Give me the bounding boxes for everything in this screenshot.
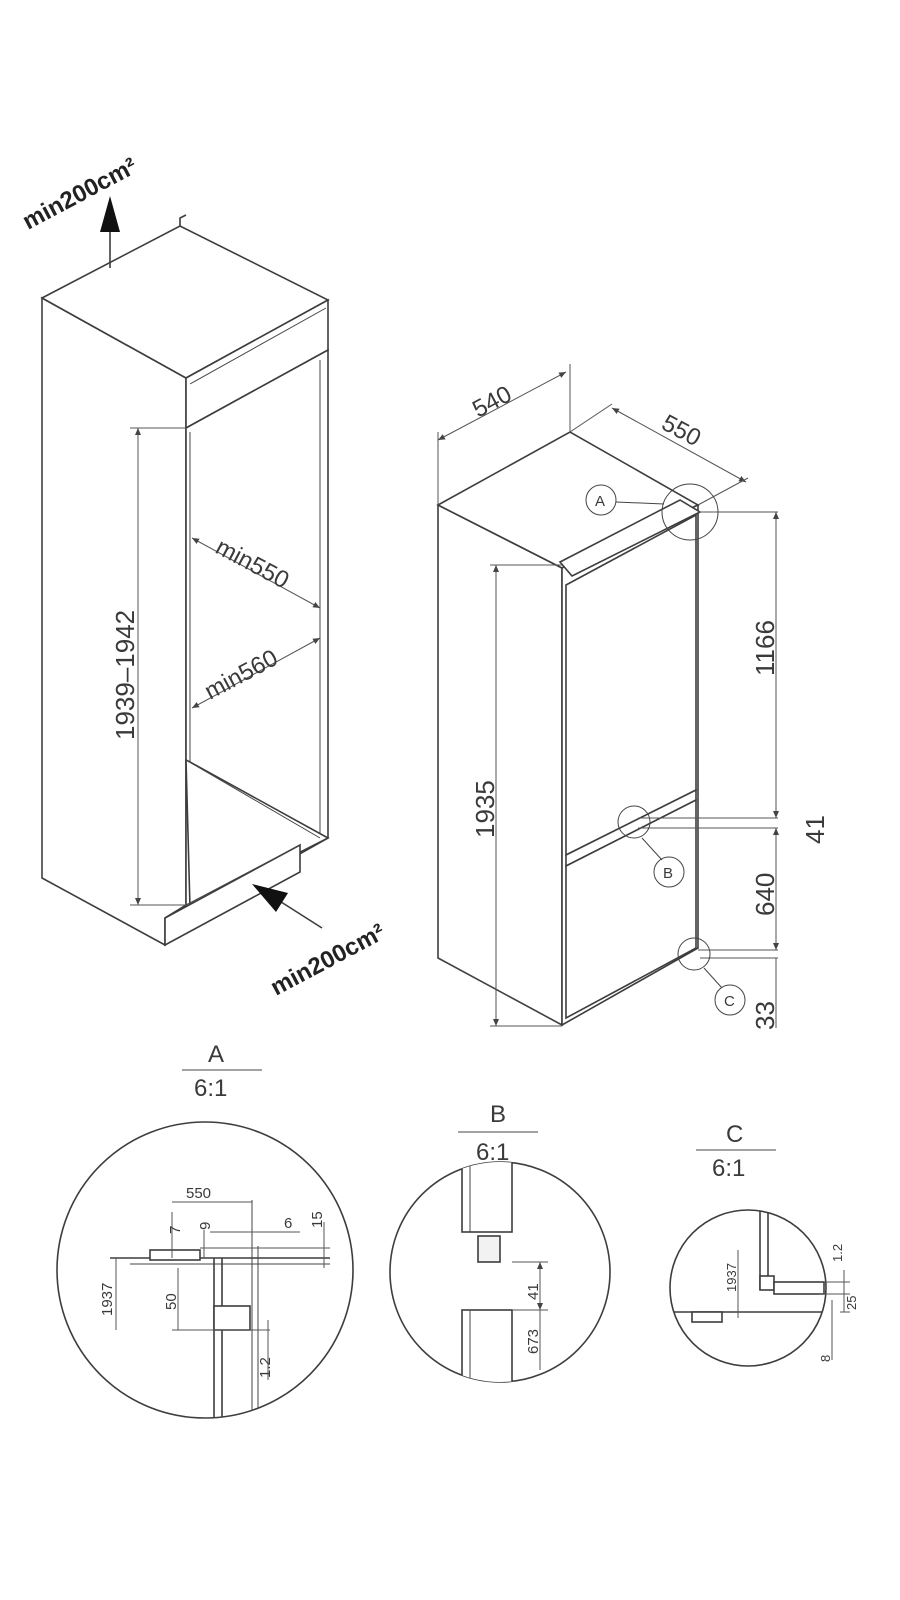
appliance-height-label: 1935 bbox=[470, 780, 500, 838]
callout-b: B bbox=[617, 805, 685, 888]
detail-a: A 6:1 550 7 9 6 15 1937 bbox=[56, 1041, 354, 1419]
arrow-up-icon bbox=[100, 196, 120, 232]
detail-a-dim-1-2: 1.2 bbox=[257, 1357, 274, 1378]
detail-a-dim-1937: 1937 bbox=[99, 1283, 116, 1316]
niche-height-label: 1939–1942 bbox=[110, 610, 140, 740]
vent-top-label: min200cm² bbox=[18, 153, 141, 236]
detail-c-circle bbox=[669, 1209, 827, 1367]
detail-c-dim-25: 25 bbox=[844, 1296, 859, 1310]
detail-a-dim-9: 9 bbox=[197, 1222, 214, 1230]
niche-cabinet bbox=[40, 214, 330, 947]
appliance-side bbox=[437, 503, 563, 1027]
detail-c-dim-8: 8 bbox=[818, 1355, 833, 1362]
niche-height-dimension: 1939–1942 bbox=[110, 427, 186, 906]
detail-a-title: A bbox=[208, 1041, 224, 1068]
vent-top-arrow: min200cm² bbox=[18, 153, 142, 268]
bottom-gap-label: 33 bbox=[750, 1001, 780, 1030]
detail-c: C 6:1 1937 1.2 25 8 bbox=[669, 1121, 859, 1367]
arrow-diagonal-icon bbox=[252, 884, 288, 912]
callout-c-label: C bbox=[724, 993, 735, 1010]
detail-c-dim-1937: 1937 bbox=[724, 1263, 739, 1292]
detail-c-title: C bbox=[726, 1121, 743, 1148]
callout-a: A bbox=[585, 483, 719, 541]
lower-door bbox=[565, 798, 697, 1020]
detail-a-dim-50: 50 bbox=[163, 1293, 180, 1310]
detail-a-dim-6: 6 bbox=[284, 1215, 292, 1232]
callout-c: C bbox=[677, 937, 746, 1016]
vent-bottom-label: min200cm² bbox=[266, 919, 389, 1002]
detail-c-dim-1-2: 1.2 bbox=[830, 1244, 845, 1262]
detail-c-scale: 6:1 bbox=[712, 1155, 745, 1182]
detail-a-dim-550: 550 bbox=[186, 1185, 211, 1202]
detail-b-dim-673: 673 bbox=[525, 1329, 542, 1354]
detail-a-dim-15: 15 bbox=[309, 1211, 326, 1228]
niche-plinth bbox=[164, 843, 301, 947]
detail-b-title: B bbox=[490, 1101, 506, 1128]
callout-a-label: A bbox=[595, 493, 605, 510]
appliance-depth-label: 550 bbox=[657, 409, 705, 452]
lower-height-label: 640 bbox=[750, 873, 780, 916]
detail-b: B 6:1 41 673 bbox=[389, 1101, 611, 1383]
vent-bottom-arrow: min200cm² bbox=[252, 884, 390, 1001]
gap-label: 41 bbox=[800, 815, 830, 844]
appliance-body bbox=[436, 431, 702, 1027]
detail-a-dim-7: 7 bbox=[167, 1226, 184, 1234]
upper-height-label: 1166 bbox=[750, 620, 780, 676]
detail-b-dim-41: 41 bbox=[525, 1283, 542, 1300]
detail-a-circle bbox=[56, 1121, 354, 1419]
callout-b-label: B bbox=[663, 865, 673, 882]
detail-a-scale: 6:1 bbox=[194, 1075, 227, 1102]
appliance-width-label: 540 bbox=[468, 381, 516, 424]
appliance-height-dimension: 1935 bbox=[470, 564, 562, 1027]
appliance-stack-dimensions: 1166 41 640 33 bbox=[638, 511, 830, 1030]
